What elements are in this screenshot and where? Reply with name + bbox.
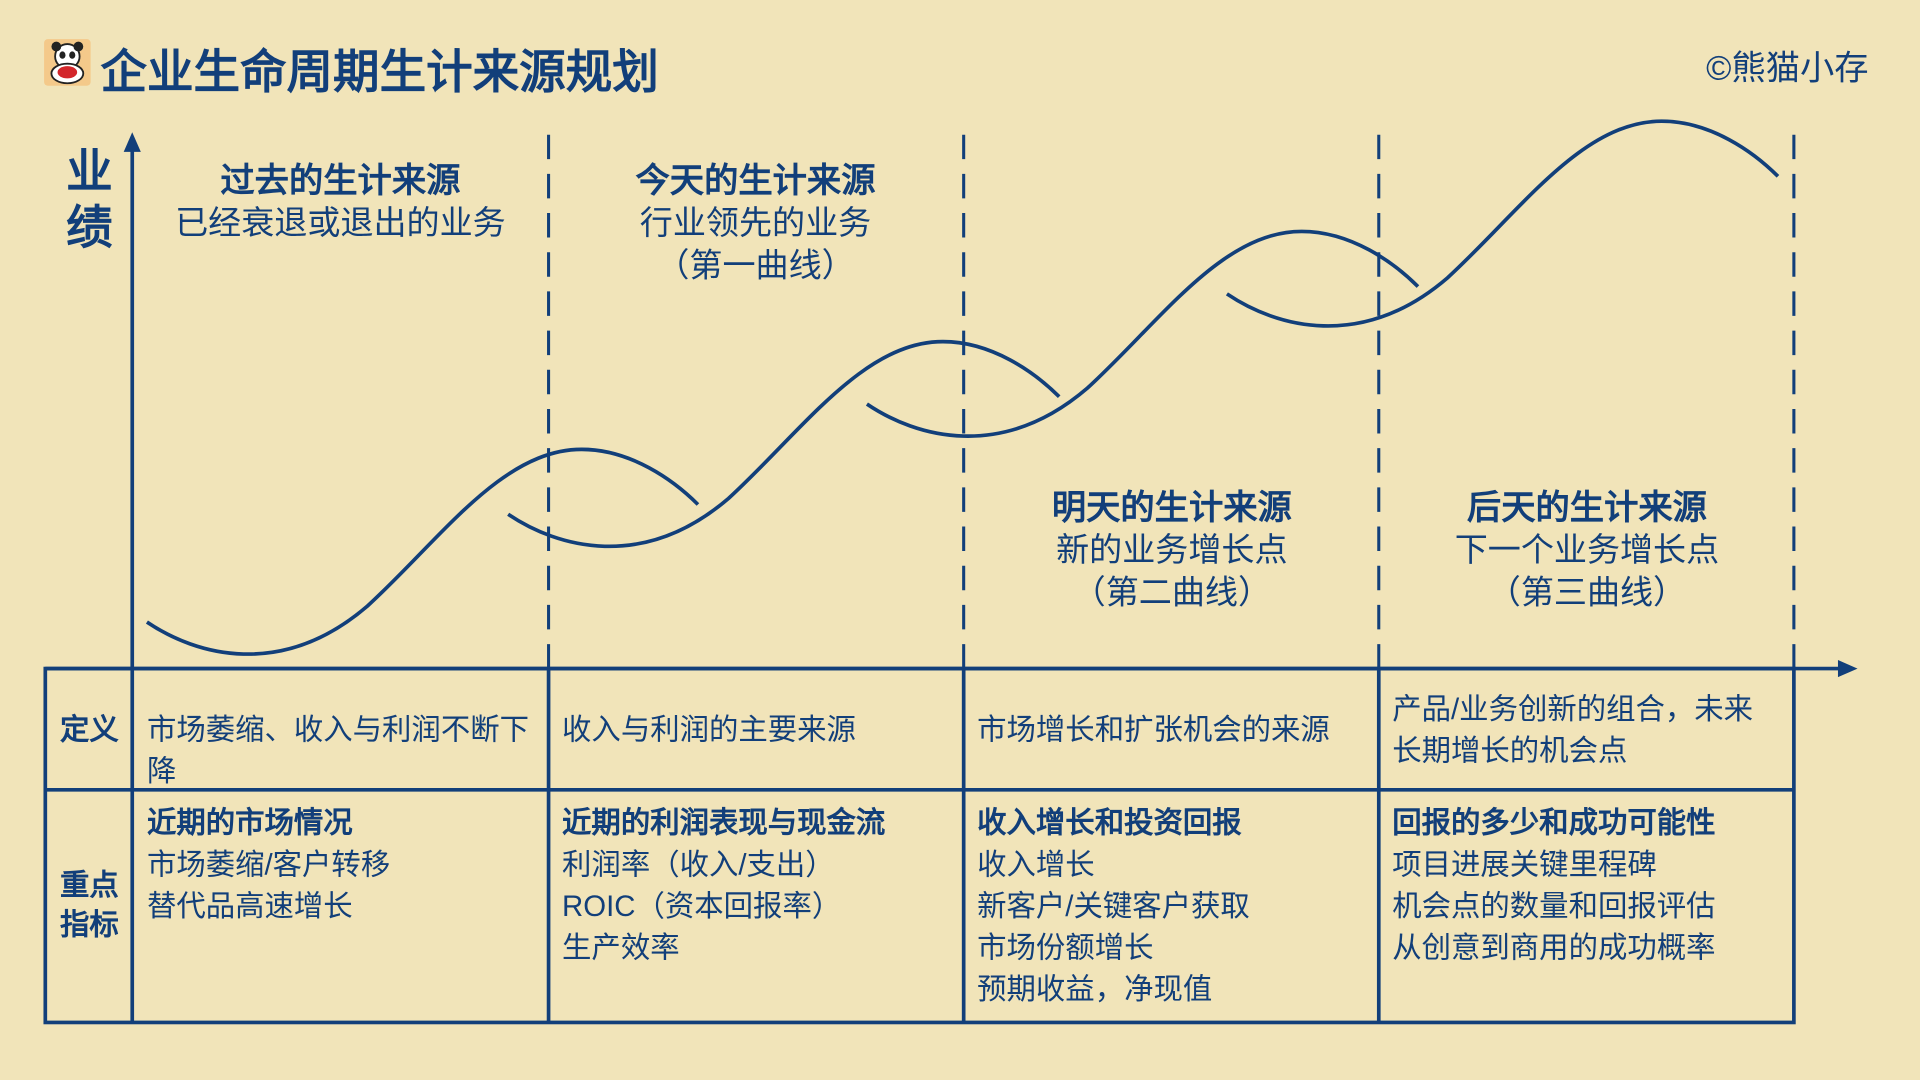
metrics-cell: 收入增长和投资回报收入增长新客户/关键客户获取市场份额增长预期收益，净现值: [977, 803, 1369, 1011]
era-label: 今天的生计来源行业领先的业务 （第一曲线）: [553, 159, 957, 288]
metrics-item: 利润率（收入/支出）: [562, 848, 835, 882]
era-heading: 过去的生计来源: [220, 161, 461, 200]
era-description: 下一个业务增长点: [1454, 531, 1720, 569]
definition-cell: 市场萎缩、收入与利润不断下降: [146, 713, 529, 789]
page-title: 企业生命周期生计来源规划: [100, 47, 659, 100]
copyright: ©熊猫小存: [1706, 48, 1869, 87]
metrics-item: 从创意到商用的成功概率: [1392, 931, 1716, 965]
definition-cell: 市场增长和扩张机会的来源: [977, 713, 1330, 747]
definition-cell: 收入与利润的主要来源: [562, 713, 856, 747]
y-axis-label: 业绩: [66, 146, 113, 255]
growth-curve-1: [145, 447, 700, 656]
metrics-item: 市场份额增长: [977, 931, 1154, 965]
metrics-item: 替代品高速增长: [146, 890, 353, 924]
era-description: 行业领先的业务: [639, 204, 872, 242]
era-description: 已经衰退或退出的业务: [175, 204, 506, 242]
row-label-definition: 定义: [60, 713, 119, 747]
era-description: （第三曲线）: [1487, 574, 1687, 612]
era-label: 后天的生计来源下一个业务增长点 （第三曲线）: [1385, 486, 1789, 615]
growth-curve-4: [1225, 119, 1780, 328]
row-label-metrics: 重点指标: [60, 869, 119, 942]
metrics-item: 市场萎缩/客户转移: [146, 848, 391, 882]
metrics-item: 机会点的数量和回报评估: [1392, 890, 1716, 924]
era-description: 新的业务增长点: [1056, 531, 1288, 569]
era-heading: 今天的生计来源: [635, 161, 876, 200]
era-heading: 明天的生计来源: [1051, 488, 1292, 527]
metrics-item: 项目进展关键里程碑: [1392, 848, 1657, 882]
metrics-heading: 收入增长和投资回报: [977, 806, 1242, 841]
metrics-cell: 回报的多少和成功可能性项目进展关键里程碑机会点的数量和回报评估从创意到商用的成功…: [1392, 803, 1784, 970]
era-label: 过去的生计来源已经衰退或退出的业务: [138, 159, 542, 245]
table-border: [43, 666, 1796, 1025]
metrics-heading: 近期的利润表现与现金流: [562, 806, 886, 841]
growth-curve-3: [865, 229, 1420, 438]
growth-curve-2: [507, 339, 1061, 549]
era-label: 明天的生计来源新的业务增长点 （第二曲线）: [970, 486, 1374, 615]
definition-cell: 产品/业务创新的组合，未来长期增长的机会点: [1392, 693, 1754, 768]
metrics-item: 新客户/关键客户获取: [977, 890, 1250, 924]
metrics-item: 生产效率: [562, 931, 680, 965]
metrics-item: 预期收益，净现值: [977, 973, 1213, 1007]
metrics-item: 收入增长: [977, 848, 1095, 882]
era-heading: 后天的生计来源: [1466, 488, 1707, 527]
metrics-heading: 近期的市场情况: [146, 806, 353, 841]
y-axis-arrow: [123, 132, 141, 152]
era-description: （第一曲线）: [656, 247, 855, 285]
metrics-cell: 近期的利润表现与现金流利润率（收入/支出） ROIC（资本回报率） 生产效率: [562, 803, 954, 970]
era-description: （第二曲线）: [1072, 574, 1272, 612]
x-axis-arrow: [1837, 660, 1858, 678]
panda-logo-icon: [44, 39, 91, 86]
metrics-heading: 回报的多少和成功可能性: [1392, 806, 1716, 841]
metrics-item: ROIC（资本回报率）: [562, 890, 842, 924]
metrics-cell: 近期的市场情况市场萎缩/客户转移替代品高速增长: [147, 803, 539, 928]
